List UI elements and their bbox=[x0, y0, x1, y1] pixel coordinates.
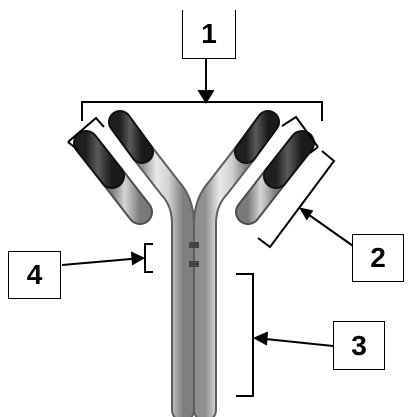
heavy-chain-left bbox=[130, 140, 195, 417]
label-3-text: 3 bbox=[351, 329, 367, 361]
bracket-left-tip bbox=[67, 116, 105, 151]
heavy-variable-tip-left bbox=[108, 110, 154, 164]
label-2-text: 2 bbox=[370, 242, 386, 273]
bracket-hinge bbox=[61, 243, 153, 273]
bracket-right-tip bbox=[281, 115, 319, 154]
heavy-chain-right bbox=[193, 140, 258, 417]
disulfide-bonds bbox=[189, 242, 199, 267]
bracket-stem bbox=[236, 273, 334, 397]
label-2-box: 2 bbox=[352, 234, 404, 282]
label-3-box: 3 bbox=[333, 321, 385, 370]
label-4-box: 4 bbox=[8, 251, 61, 299]
light-chain-right bbox=[235, 130, 315, 225]
bracket-antigen-binding bbox=[81, 59, 323, 121]
bracket-light-chain bbox=[257, 150, 357, 249]
label-1-text: 1 bbox=[201, 18, 217, 49]
light-chain-left bbox=[73, 130, 153, 225]
heavy-variable-tip-right bbox=[234, 110, 280, 164]
label-4-text: 4 bbox=[26, 259, 43, 290]
label-1-box: 1 bbox=[182, 10, 236, 59]
